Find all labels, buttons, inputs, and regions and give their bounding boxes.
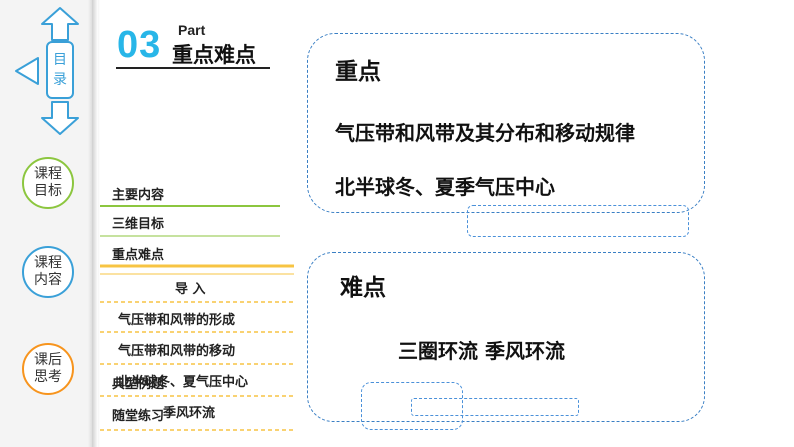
- course-goals-line2: 目标: [34, 183, 62, 199]
- arrow-up-icon[interactable]: [40, 6, 80, 42]
- after-class-line2: 思考: [34, 369, 62, 385]
- menu-item-movement[interactable]: 气压带和风带的移动: [118, 344, 236, 359]
- key-points-heading: 重点: [335, 59, 381, 85]
- decorative-frame: [467, 205, 689, 237]
- title-underline: [116, 67, 270, 69]
- menu-item-pressure-centers[interactable]: 北半球冬、夏气压中心: [118, 375, 249, 390]
- menu-item-key-difficult[interactable]: 重点难点: [112, 248, 165, 263]
- course-content-line2: 内容: [34, 272, 62, 288]
- after-class-button[interactable]: 课后思考: [22, 343, 74, 395]
- toc-label-1: 目: [53, 52, 67, 68]
- sidebar-divider: [92, 0, 98, 447]
- menu-item-main-content[interactable]: 主要内容: [112, 188, 165, 203]
- difficult-points-box: [307, 252, 705, 422]
- menu-item-three-goals[interactable]: 三维目标: [112, 217, 165, 232]
- menu-item-formation[interactable]: 气压带和风带的形成: [118, 313, 236, 328]
- decorative-frame: [411, 398, 579, 416]
- menu-item-monsoon[interactable]: 季风环流: [163, 406, 216, 421]
- course-content-button[interactable]: 课程内容: [22, 246, 74, 298]
- part-label: Part: [178, 22, 206, 38]
- difficult-point: 三圈环流 季风环流: [398, 339, 565, 363]
- key-point-1: 气压带和风带及其分布和移动规律: [335, 121, 635, 145]
- course-goals-button[interactable]: 课程目标: [22, 157, 74, 209]
- difficult-points-heading: 难点: [340, 275, 386, 301]
- key-point-2: 北半球冬、夏季气压中心: [335, 175, 555, 199]
- part-number: 03: [117, 24, 162, 66]
- after-class-line1: 课后: [34, 352, 62, 368]
- arrow-down-icon[interactable]: [40, 100, 80, 136]
- menu-item-example[interactable]: 典型例题: [112, 377, 165, 392]
- course-content-line1: 课程: [34, 255, 62, 271]
- menu-item-intro[interactable]: 导 入: [175, 282, 206, 297]
- toc-label-2: 录: [53, 72, 67, 88]
- menu-item-practice[interactable]: 随堂练习: [112, 409, 165, 424]
- key-points-box: [307, 33, 705, 213]
- menu-separators: [100, 205, 294, 431]
- page-title: 重点难点: [172, 43, 256, 67]
- decorative-frame: [361, 382, 463, 430]
- course-goals-line1: 课程: [34, 166, 62, 182]
- arrow-left-icon[interactable]: [14, 56, 40, 86]
- toc-button[interactable]: 目 录: [46, 41, 74, 99]
